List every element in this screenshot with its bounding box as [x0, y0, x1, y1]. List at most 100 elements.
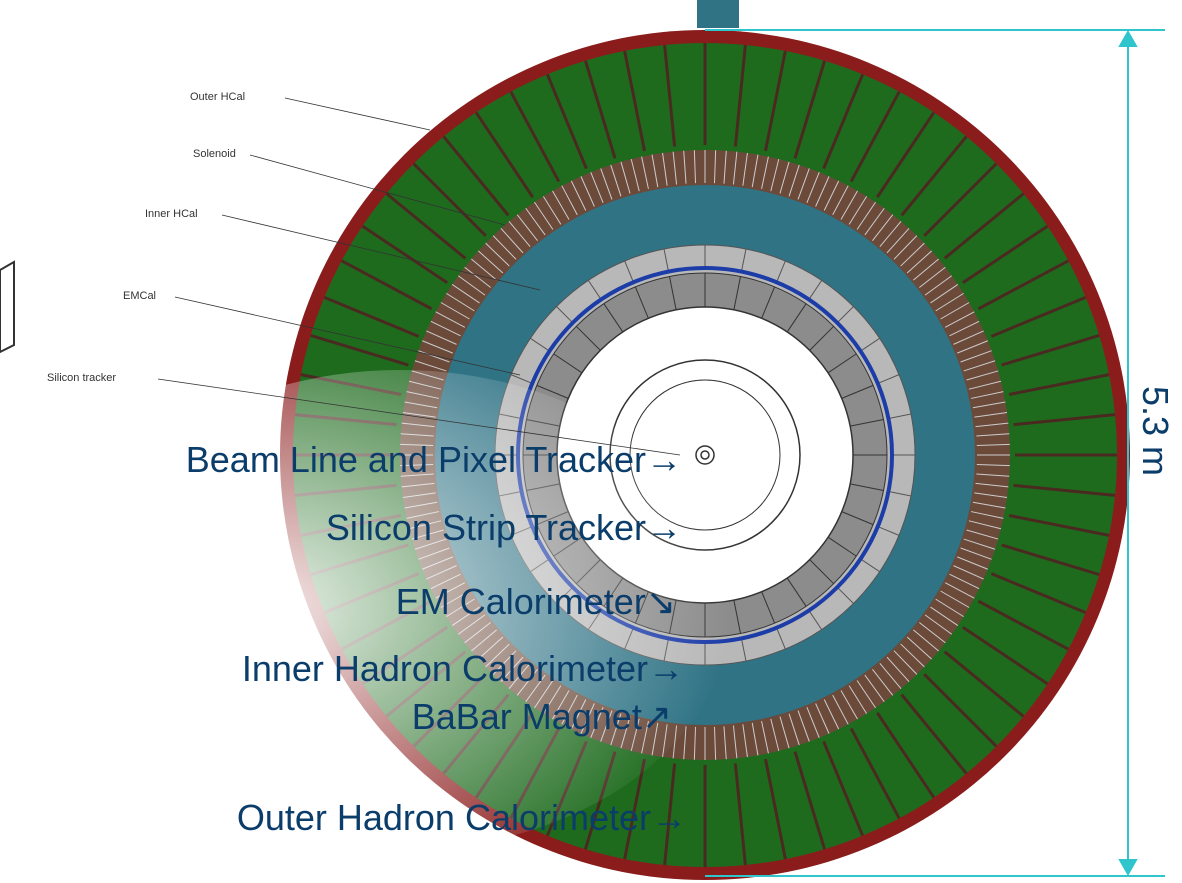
solenoid-tick — [966, 370, 999, 381]
solenoid-tick — [651, 154, 659, 188]
emcal-divider — [827, 536, 857, 557]
inner-hcal-divider — [809, 280, 823, 299]
solenoid-tick — [500, 228, 524, 254]
outer-hcal-divider — [793, 60, 827, 159]
label-silicon-strip: Silicon Strip Tracker→ — [326, 508, 682, 548]
solenoid-tick — [832, 185, 849, 216]
solenoid-tick — [788, 713, 800, 746]
solenoid-tick — [924, 275, 953, 296]
solenoid-tick — [944, 582, 975, 599]
label-text: Beam Line and Pixel Tracker — [185, 439, 646, 480]
solenoid-tick — [630, 158, 640, 192]
label-arrow: → — [646, 439, 682, 480]
solenoid-tick — [966, 529, 999, 540]
solenoid-tick — [900, 242, 925, 267]
label-text: BaBar Magnet — [411, 696, 642, 737]
solenoid-tick — [976, 443, 1010, 447]
solenoid-tick — [976, 433, 1010, 437]
solenoid-tick — [975, 482, 1009, 488]
solenoid-tick — [485, 242, 510, 267]
solenoid-tick — [949, 573, 980, 590]
inner-hcal-divider — [809, 611, 823, 630]
solenoid-tick — [935, 292, 964, 312]
label-beam-line: Beam Line and Pixel Tracker→ — [186, 440, 682, 480]
inner-hcal-divider — [776, 628, 786, 650]
solenoid-tick — [693, 726, 697, 760]
solenoid-tick — [848, 196, 868, 225]
solenoid-tick — [426, 330, 457, 345]
emcal-divider — [761, 286, 776, 319]
inner-hcal-divider — [889, 491, 912, 497]
solenoid-tick — [893, 650, 918, 675]
inner-hcal-divider — [878, 374, 900, 384]
solenoid-tick — [879, 221, 902, 247]
callout-line-emcal — [174, 296, 521, 376]
solenoid-tick — [723, 150, 727, 184]
dimension-label: 5.3 m — [1135, 385, 1177, 477]
outer-hcal-divider — [943, 192, 1025, 260]
dimension-arrow-top — [1118, 29, 1138, 47]
outer-hcal-divider — [961, 625, 1049, 686]
solenoid-tick — [970, 391, 1004, 399]
outer-hcal-divider — [764, 50, 787, 152]
outer-hcal-divider — [822, 740, 865, 837]
inner-hcal-divider — [624, 260, 634, 282]
solenoid-tick — [797, 710, 810, 742]
label-outer-hadron: Outer Hadron Calorimeter→ — [237, 798, 687, 838]
solenoid-tick — [840, 690, 858, 720]
inner-hcal-divider — [663, 248, 669, 271]
solenoid-tick — [590, 172, 604, 203]
solenoid-tick — [620, 161, 631, 194]
solenoid-tick — [770, 158, 780, 192]
outer-hcal-divider — [977, 259, 1070, 311]
solenoid-tick — [464, 266, 491, 288]
emcal-divider — [733, 600, 741, 634]
outer-hcal-divider — [323, 295, 420, 338]
solenoid-tick — [542, 196, 562, 225]
outer-hcal-divider — [793, 751, 827, 850]
solenoid-tick — [422, 340, 453, 354]
emcal-divider — [841, 384, 874, 399]
solenoid-tick — [693, 150, 697, 184]
solenoid-tick — [471, 258, 497, 281]
solenoid-tick — [893, 235, 918, 260]
outer-hcal-divider — [733, 44, 747, 147]
outer-hcal-divider — [1001, 333, 1100, 367]
callout-inner-hcal: Inner HCal — [145, 208, 198, 220]
solenoid-tick — [972, 501, 1006, 509]
solenoid-tick — [430, 320, 461, 337]
emcal-divider — [634, 286, 649, 319]
solenoid-tick — [732, 725, 738, 759]
solenoid-tick — [963, 538, 996, 550]
solenoid-tick — [561, 185, 578, 216]
outer-hcal-divider — [875, 711, 936, 799]
outer-hcal-divider — [1008, 373, 1110, 396]
solenoid-tick — [968, 520, 1002, 530]
solenoid-tick — [840, 190, 858, 220]
label-text: Silicon Strip Tracker — [325, 507, 646, 548]
solenoid-tick — [975, 422, 1009, 428]
solenoid-tick — [457, 275, 486, 296]
solenoid-tick — [974, 412, 1008, 418]
beam-pipe-inner — [700, 450, 710, 460]
outer-hcal-divider — [977, 599, 1070, 651]
solenoid-tick — [683, 150, 687, 184]
solenoid-tick — [435, 311, 466, 328]
solenoid-tick — [976, 463, 1010, 467]
solenoid-tick — [968, 380, 1002, 390]
outer-hcal-divider — [1001, 543, 1100, 577]
solenoid-tick — [848, 685, 868, 714]
solenoid-tick — [641, 156, 649, 190]
dimension-line — [705, 29, 1165, 877]
emcal-divider — [761, 591, 776, 624]
solenoid-tick — [940, 302, 970, 320]
label-inner-hadron: Inner Hadron Calorimeter→ — [242, 649, 684, 689]
outer-hcal-divider — [623, 758, 646, 860]
solenoid-tick — [751, 154, 759, 188]
inner-hcal-divider — [530, 337, 549, 351]
outer-hcal-divider — [583, 60, 617, 159]
inner-hcal-divider — [878, 526, 900, 536]
label-text: Outer Hadron Calorimeter — [236, 797, 651, 838]
outer-hcal-divider — [663, 763, 677, 866]
solenoid-tick — [886, 228, 910, 254]
